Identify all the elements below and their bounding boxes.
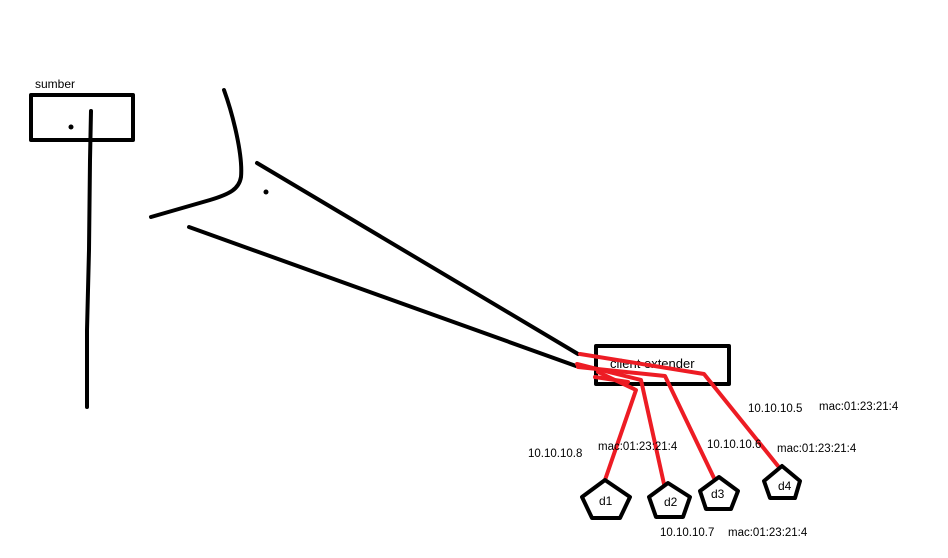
source-dot (68, 124, 74, 130)
device-d3-label: d3 (711, 487, 725, 501)
signal-beam-lower-line (187, 225, 578, 368)
device-d3 (698, 475, 740, 511)
device-d2-mac: mac:01:23:21:4 (728, 527, 808, 539)
device-d4-mac: mac:01:23:21:4 (819, 401, 899, 413)
device-d2 (647, 481, 692, 519)
device-d2-label: d2 (664, 495, 678, 509)
device-d4 (762, 464, 802, 500)
signal-beam-dot (263, 189, 269, 195)
device-d1 (580, 478, 632, 520)
source-box (29, 93, 135, 142)
device-d1-mac: mac:01:23:21:4 (598, 441, 678, 453)
link-hub-stroke (593, 375, 630, 384)
signal-beam-curve (149, 88, 244, 219)
device-d3-mac: mac:01:23:21:4 (777, 443, 857, 455)
source-label: sumber (35, 77, 75, 91)
link-d2 (575, 362, 666, 486)
source-antenna-line (85, 109, 93, 409)
link-d1 (596, 370, 638, 482)
device-d4-ip: 10.10.10.5 (748, 403, 802, 415)
device-d1-label: d1 (599, 494, 613, 508)
device-d3-ip: 10.10.10.6 (707, 439, 761, 451)
device-d4-label: d4 (778, 479, 792, 493)
extender-box (594, 344, 731, 386)
device-d2-ip: 10.10.10.7 (660, 527, 714, 539)
signal-beam-upper-line (255, 161, 580, 356)
link-d4 (578, 352, 780, 468)
device-d1-ip: 10.10.10.8 (528, 448, 582, 460)
